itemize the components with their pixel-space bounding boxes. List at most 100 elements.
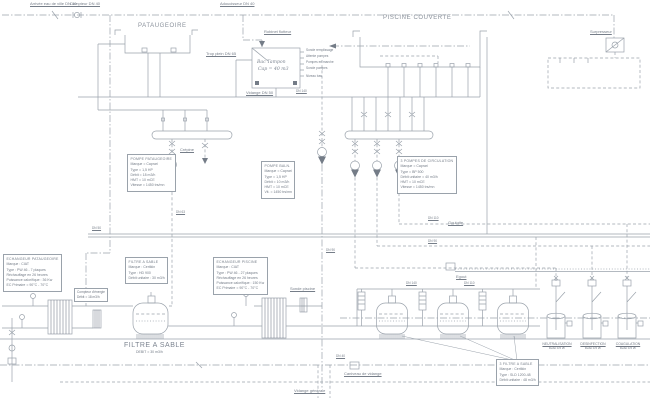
- dosing-name: NEUTRALISATION: [542, 342, 572, 346]
- spec-line: Marque : CIAT: [216, 265, 240, 270]
- pipe-tag: DN 140: [296, 89, 307, 93]
- tank-sensor-label: Sonde pompes: [306, 66, 328, 70]
- sand-filters-piscine: [356, 288, 540, 362]
- spec-line: Débit unitaire : 30 m3/h: [128, 275, 165, 280]
- spec-echangeur-piscine: ECHANGEUR PISCINE Marque : CIAT Type : P…: [213, 257, 268, 295]
- dosing-stations: [546, 275, 644, 339]
- spec-line: Réchauffage en 26 heures: [216, 275, 258, 280]
- tank-sensor-label: Sonde remplissage: [306, 48, 334, 52]
- title-pataugeoire: PATAUGEOIRE: [138, 23, 187, 29]
- spec-line: Type : HD 900: [128, 270, 151, 275]
- tank-name: Bac Tampon: [257, 60, 286, 65]
- label-robinet-flotteur: Robinet flotteur: [264, 29, 292, 34]
- spec-line: Marque = Caprari: [130, 162, 158, 167]
- pipe-tag: DN 110: [464, 281, 475, 285]
- spec-line: Type : SLD 1200-48: [499, 372, 531, 377]
- spec-line: Marque = Caprari: [400, 164, 428, 169]
- spec-line: Marque : Certikin: [499, 367, 527, 372]
- title-filtre-a-sable: FILTRE A SABLE: [124, 342, 185, 349]
- label-sonde-piscine: Sonde piscine: [290, 286, 316, 291]
- pipe-tag: DN 90: [326, 248, 336, 252]
- spec-line: Vitesse = 1450 trs/mn: [400, 185, 435, 190]
- spec-line: HMT = 10 mCE: [264, 185, 289, 189]
- sand-filter-pataugeoire: [132, 292, 254, 339]
- spec-line: Vit. = 1450 trs/mn: [264, 190, 292, 195]
- spec-line: Puissance calorifique : 150 Kw: [216, 281, 265, 285]
- energy-meter-note: Compteur d'énergie Débit = 18 m3/h: [74, 288, 108, 302]
- spec-line: Type : PW 46 - 7 plaques: [6, 267, 46, 272]
- spec-line: Marque = Caprari: [264, 169, 292, 174]
- label-vidange-bac: Vidange DN 50: [246, 90, 274, 95]
- spec-line: HMT = 10 mCE: [130, 178, 155, 182]
- spec-pompe-pataugeoire: POMPE PATAUGEOIRE Marque = Caprari Type …: [127, 154, 176, 192]
- spec-line: ECHANGEUR PATAUGEOIRE: [6, 257, 59, 261]
- spec-line: Marque : Certikin: [128, 265, 156, 270]
- spec-line: HMT = 10 mCE: [400, 180, 425, 184]
- spec-line: EC Primaire = 90°C - 70°C: [216, 286, 259, 291]
- heat-exchanger-piscine: [231, 291, 540, 339]
- pipe-tag: DN 110: [428, 216, 439, 220]
- spec-line: EC Primaire = 90°C - 70°C: [6, 283, 49, 288]
- dosing-label-coagulation: COAGULATION Débit 0-5 l/h: [605, 342, 650, 350]
- spec-3-filtres-sable: 3 FILTRE A SABLE Marque : Certikin Type …: [496, 359, 540, 386]
- spec-line: Type = BP 500: [400, 169, 424, 174]
- paddling-pool-basin: [97, 29, 207, 111]
- dosing-label-desinfection: DESINFECTION Débit 0-5 l/h: [570, 342, 616, 350]
- spec-filtre-sable: FILTRE A SABLE Marque : Certikin Type : …: [125, 257, 169, 284]
- water-supply-line: [2, 10, 615, 306]
- spec-line: Débit = 10 m3/h: [264, 179, 290, 184]
- circulation-pumps: [350, 139, 650, 289]
- gutter-and-ground-lines: [0, 233, 650, 398]
- tank-sensor-label: Attente pompes: [306, 54, 329, 58]
- label-surpresseur: Surpresseur: [590, 29, 612, 34]
- tank-capacity: Cap = 40 m3: [258, 67, 289, 72]
- label-crepine: Crépine: [180, 147, 195, 152]
- label-caniveau: Caniveau de vidange: [344, 371, 382, 376]
- tank-sensor-label: Niveau bas: [306, 74, 322, 78]
- heat-exchanger-pataugeoire: [2, 293, 133, 382]
- spec-line: ECHANGEUR PISCINE: [216, 260, 258, 264]
- label-compteur: Compteur DN 40: [70, 1, 101, 6]
- label-arrivee-eau: Arrivée eau de ville DN 40: [30, 1, 77, 6]
- spec-line: Vitesse = 1450 trs/mn: [130, 183, 165, 188]
- dosing-name: DESINFECTION: [580, 342, 606, 346]
- spec-pompes-circulation: 3 POMPES DE CIRCULATION Marque = Caprari…: [397, 156, 457, 194]
- spec-line: Débit = 18 m3/h: [130, 172, 156, 177]
- label-goulotte: Goulotte: [448, 220, 464, 225]
- dosing-debit: Débit 0-5 l/h: [584, 346, 602, 350]
- dosing-label-neutralisation: NEUTRALISATION Débit 0-5 l/h: [534, 342, 580, 350]
- label-vidange-generale: Vidange générale: [294, 388, 326, 393]
- spec-line: Réchauffage en 26 heures: [6, 272, 48, 277]
- spec-line: Marque : CIAT: [6, 262, 30, 267]
- dosing-debit: Débit 0-5 l/h: [619, 346, 637, 350]
- spec-line: Puissance calorifique : 36 Kw: [6, 278, 53, 282]
- subtitle-filtre-debit: DEBIT = 30 m3/h: [136, 350, 163, 354]
- spec-line: Type = 1,5 HP: [130, 167, 153, 172]
- energy-meter-line2: Débit = 18 m3/h: [77, 294, 100, 299]
- suction-manifolds: [151, 97, 434, 140]
- balneo-pump: [317, 60, 327, 388]
- label-adoucisseur: Adoucisseur DN 40: [220, 1, 255, 6]
- spec-echangeur-pataugeoire: ECHANGEUR PATAUGEOIRE Marque : CIAT Type…: [3, 254, 63, 292]
- booster-unit: [547, 37, 641, 89]
- pipe-tag: DN 90: [428, 239, 438, 243]
- buffer-tank: [235, 47, 304, 97]
- spec-line: 3 FILTRE A SABLE: [499, 362, 533, 366]
- spec-line: Type = 1,5 HP: [264, 174, 287, 179]
- spec-line: Débit unitaire = 40 m3/h: [400, 174, 438, 179]
- energy-meter-line1: Compteur d'énergie: [77, 290, 105, 294]
- spec-line: POMPE PATAUGEOIRE: [130, 157, 173, 161]
- tank-sensor-label: Pompes en marche: [306, 60, 334, 64]
- label-trop-plein: Trop plein DN 65: [206, 51, 237, 56]
- dosing-name: COAGULATION: [615, 342, 641, 346]
- covered-pool-basin: [78, 30, 488, 234]
- label-egout: Egout: [456, 274, 467, 279]
- spec-line: 3 POMPES DE CIRCULATION: [400, 159, 454, 163]
- spec-line: FILTRE A SABLE: [128, 260, 159, 264]
- title-piscine-couverte: PISCINE COUVERTE: [383, 15, 452, 21]
- spec-line: POMPE BALN.: [264, 164, 291, 168]
- pipe-tag: DN 140: [406, 281, 417, 285]
- pipe-tag: DN 63: [176, 210, 186, 214]
